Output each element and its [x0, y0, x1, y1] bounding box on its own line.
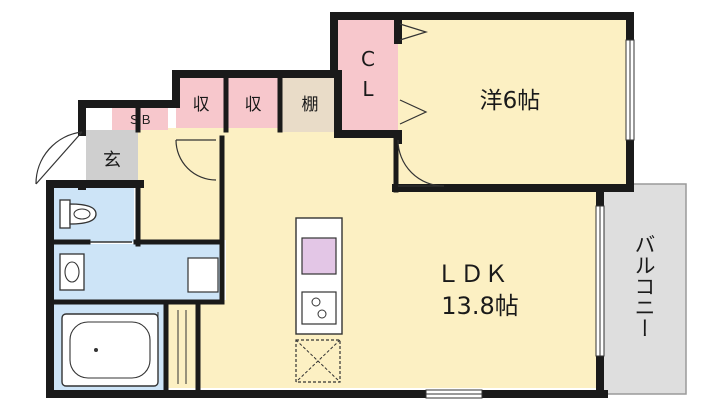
- closet-label-top: C: [361, 47, 375, 71]
- kitchen-sink: [301, 237, 337, 275]
- storage-1-area: [176, 78, 224, 128]
- windows: [425, 39, 635, 399]
- shoe-box-label: ＳＢ: [128, 113, 152, 127]
- western-room-label: 洋6帖: [480, 88, 541, 114]
- closet-label-bottom: L: [362, 77, 374, 101]
- ldk-label: ＬＤＫ: [436, 260, 508, 288]
- closet-area: [338, 18, 398, 132]
- washer-pan: [187, 257, 219, 293]
- washer-storage-floor: [168, 304, 196, 388]
- kitchen-counter: [295, 217, 343, 335]
- balcony-area: [601, 183, 687, 395]
- western-room-floor: [396, 18, 628, 186]
- storage-2-area: [228, 78, 278, 128]
- toilet-fixture: [59, 199, 97, 229]
- storage-1-label: 収: [193, 95, 210, 115]
- bathtub: [61, 313, 159, 387]
- hallway-floor: [138, 128, 228, 240]
- interior-walls: [49, 73, 399, 395]
- refrigerator-space: [295, 339, 341, 383]
- entrance-area: [86, 130, 138, 182]
- shelf-label: 棚: [302, 95, 319, 115]
- wash-basin: [59, 253, 85, 291]
- stove: [301, 291, 337, 325]
- shelf-area: [282, 78, 338, 132]
- doors: [35, 23, 445, 243]
- entrance-label: 玄: [103, 150, 121, 171]
- balcony-label: バルコニー: [632, 234, 656, 339]
- storage-2-label: 収: [245, 95, 262, 115]
- ldk-size-label: 13.8帖: [441, 292, 518, 320]
